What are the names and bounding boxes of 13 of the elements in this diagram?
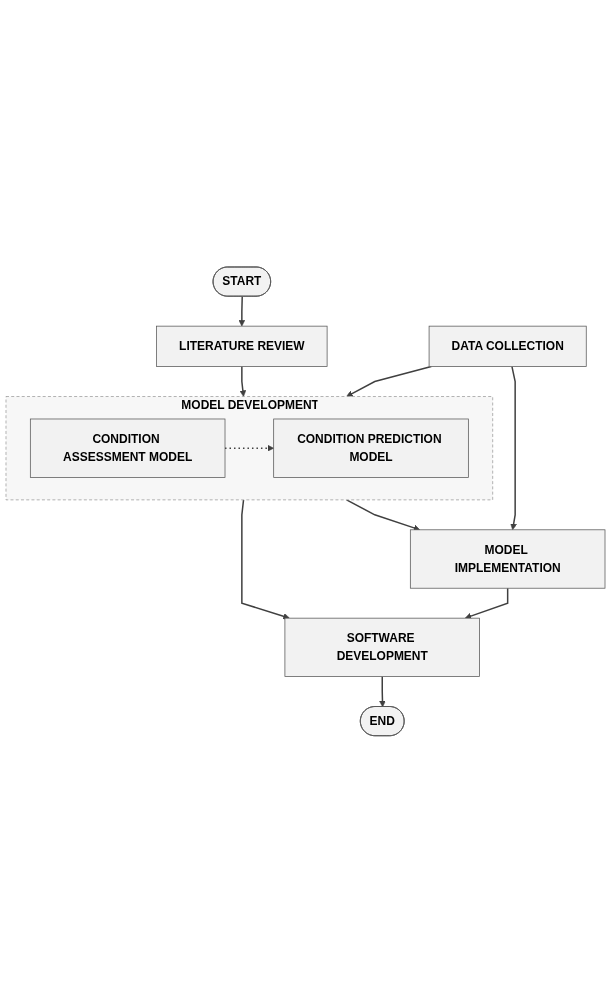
arrow xyxy=(241,499,290,620)
arrow xyxy=(346,365,433,397)
node-box: LITERATURE REVIEW xyxy=(156,325,328,368)
node-box: CONDITION PREDICTION MODEL xyxy=(273,418,469,478)
node-box: MODEL IMPLEMENTATION xyxy=(409,529,606,589)
arrow xyxy=(239,365,247,397)
arrow xyxy=(238,295,246,327)
node-box: SOFTWARE DEVELOPMENT xyxy=(284,617,480,678)
node-box: DATA COLLECTION xyxy=(428,325,587,368)
arrow xyxy=(510,365,517,531)
node-box: CONDITION ASSESSMENT MODEL xyxy=(29,418,226,478)
arrow xyxy=(464,587,509,620)
arrow xyxy=(379,675,386,708)
